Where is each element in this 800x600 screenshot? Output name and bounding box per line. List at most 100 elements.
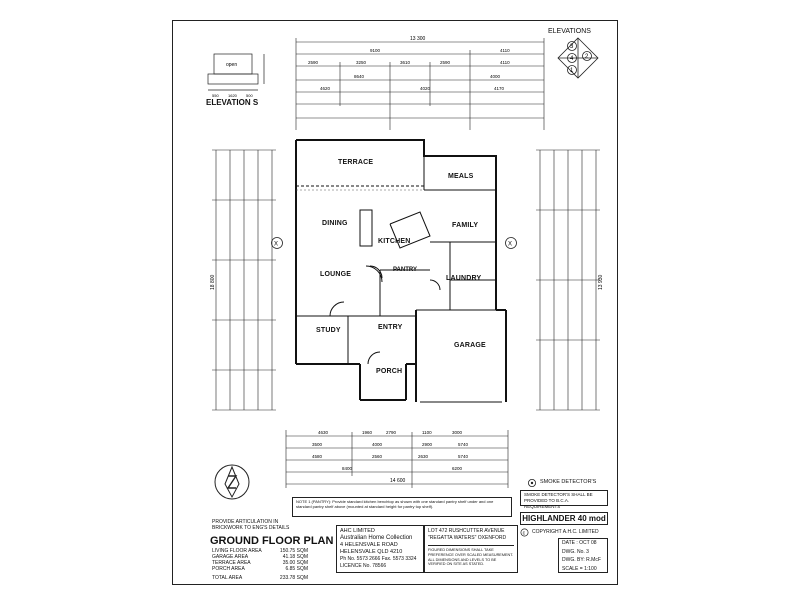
bottom-r3-3: 2630 bbox=[418, 454, 429, 459]
bottom-r3-2: 2560 bbox=[372, 454, 383, 459]
smoke-detector-icon bbox=[528, 479, 536, 487]
top-dimensions: 13 300 9100 4110 2590 3250 3610 2590 411… bbox=[295, 36, 545, 130]
left-overall-dim: 18 800 bbox=[210, 274, 216, 290]
bottom-r3-4: 5740 bbox=[458, 454, 469, 459]
area-value: 233.78 SQM bbox=[279, 575, 308, 581]
bottom-r2-3: 2900 bbox=[422, 442, 433, 447]
room-meals: MEALS bbox=[448, 173, 474, 180]
bottom-r4-2: 6200 bbox=[452, 466, 463, 471]
copyright-icon: c bbox=[520, 528, 529, 537]
bottom-r1-3: 2790 bbox=[386, 430, 397, 435]
company-licence: LICENCE No. 78566 bbox=[340, 563, 387, 569]
area-row: GARAGE AREA 41.18 SQM bbox=[212, 554, 308, 560]
elev-marker-2: 2 bbox=[585, 54, 589, 60]
meta-date: DATE : OCT 08 bbox=[562, 540, 597, 546]
top-dim-r2-1: 2590 bbox=[308, 60, 319, 65]
bottom-r1-4: 1100 bbox=[422, 430, 432, 435]
area-value: 41.18 SQM bbox=[282, 554, 308, 560]
top-dim-4110: 4110 bbox=[500, 48, 510, 53]
area-label: TERRACE AREA bbox=[212, 560, 251, 566]
drawing-sheet bbox=[172, 20, 618, 585]
room-terrace: TERRACE bbox=[338, 159, 374, 166]
right-dimensions: 13 930 bbox=[536, 149, 604, 411]
section-marker-left-icon: X bbox=[271, 237, 283, 249]
elevation-s-dim-3: 500 bbox=[246, 93, 253, 98]
area-value: 150.75 SQM bbox=[279, 548, 308, 554]
top-dim-9100: 9100 bbox=[370, 48, 381, 53]
svg-text:X: X bbox=[508, 242, 512, 248]
bottom-r2-4: 5740 bbox=[458, 442, 469, 447]
elevation-marker-icon: 3 2 4 1 bbox=[557, 37, 599, 79]
smoke-detector-note: SMOKE DETECTOR'S SHALL BE PROVIDED TO B.… bbox=[520, 490, 608, 509]
bottom-r2-2: 4000 bbox=[372, 442, 383, 447]
elev-marker-1: 1 bbox=[570, 68, 574, 74]
company-address-1: 4 HELENSVALE ROAD bbox=[340, 542, 398, 548]
top-dim-4620: 4620 bbox=[320, 86, 331, 91]
top-dim-4000: 4000 bbox=[490, 74, 501, 79]
area-row: TERRACE AREA 35.00 SQM bbox=[212, 560, 308, 566]
top-dim-r2-5: 4110 bbox=[500, 60, 510, 65]
right-overall-dim: 13 930 bbox=[598, 274, 604, 290]
plan-name: HIGHLANDER 40 mod bbox=[520, 512, 608, 525]
floor-plan bbox=[295, 139, 507, 403]
lot-line-2: "REGATTA WATERS" OXENFORD bbox=[428, 534, 507, 541]
room-kitchen: KITCHEN bbox=[378, 238, 411, 245]
area-row: LIVING FLOOR AREA 150.75 SQM bbox=[212, 548, 308, 554]
elevation-s-open-label: open bbox=[226, 62, 237, 68]
company-address-2: HELENSVALE QLD 4210 bbox=[340, 549, 403, 555]
area-schedule: LIVING FLOOR AREA 150.75 SQM GARAGE AREA 4… bbox=[212, 548, 308, 581]
top-dim-4170: 4170 bbox=[494, 86, 505, 91]
bottom-r1-5: 3000 bbox=[452, 430, 463, 435]
bottom-r2-1: 3500 bbox=[312, 442, 323, 447]
left-dimensions: 18 800 bbox=[210, 149, 276, 411]
room-study: STUDY bbox=[316, 327, 341, 334]
elevation-s-title: ELEVATION S bbox=[206, 98, 259, 107]
elev-marker-3: 3 bbox=[570, 44, 574, 50]
room-dining: DINING bbox=[322, 220, 348, 227]
room-garage: GARAGE bbox=[454, 342, 486, 349]
ground-floor-title: GROUND FLOOR PLAN bbox=[210, 535, 334, 547]
room-family: FAMILY bbox=[452, 222, 479, 229]
area-label: PORCH AREA bbox=[212, 566, 245, 572]
area-row: PORCH AREA 6.85 SQM bbox=[212, 566, 308, 572]
room-lounge: LOUNGE bbox=[320, 271, 352, 278]
bottom-r3-1: 4580 bbox=[312, 454, 323, 459]
top-dim-r2-3: 3610 bbox=[400, 60, 411, 65]
room-pantry: PANTRY bbox=[393, 267, 417, 273]
elevation-s-drawing: open 550 1620 500 bbox=[207, 53, 265, 98]
bottom-r1-2: 1960 bbox=[362, 430, 373, 435]
meta-scale: SCALE = 1:100 bbox=[562, 565, 597, 572]
room-entry: ENTRY bbox=[378, 324, 403, 331]
area-value: 6.85 SQM bbox=[285, 566, 308, 572]
area-row-total: TOTAL AREA 233.78 SQM bbox=[212, 575, 308, 581]
top-dim-8640: 8640 bbox=[354, 74, 365, 79]
area-label: LIVING FLOOR AREA bbox=[212, 548, 262, 554]
meta-dwg-no: DWG. No. 3 bbox=[562, 548, 589, 555]
area-label: GARAGE AREA bbox=[212, 554, 249, 560]
lot-line-1: LOT 472 RUSHCUTTER AVENUE bbox=[428, 528, 505, 534]
section-marker-right-icon: X bbox=[505, 237, 517, 249]
smoke-detector-label: SMOKE DETECTOR'S bbox=[540, 479, 597, 485]
drawing-meta-block: DATE : OCT 08 DWG. No. 3 DWG. BY: R.McF … bbox=[558, 538, 608, 573]
company-name: AHC LIMITED bbox=[340, 528, 375, 534]
bottom-r4-1: 8400 bbox=[342, 466, 353, 471]
company-brand: Australian Home Collection bbox=[340, 535, 413, 541]
top-dim-r2-4: 2590 bbox=[440, 60, 451, 65]
room-laundry: LAUNDRY bbox=[446, 275, 482, 282]
lot-block: LOT 472 RUSHCUTTER AVENUE "REGATTA WATER… bbox=[424, 525, 518, 573]
pantry-note: NOTE 1 (PANTRY): Provide standard kitche… bbox=[292, 497, 512, 517]
north-arrow-icon bbox=[214, 464, 250, 500]
bottom-r1-1: 4630 bbox=[318, 430, 329, 435]
room-porch: PORCH bbox=[376, 368, 403, 375]
svg-text:c: c bbox=[523, 530, 526, 536]
elevations-label: ELEVATIONS bbox=[548, 28, 591, 35]
bottom-dimensions: 4630 1960 2790 1100 3000 3500 4000 2900 … bbox=[285, 430, 509, 488]
meta-drawn-by: DWG. BY: R.McF bbox=[562, 557, 601, 563]
company-phone: Ph No. 5573 2666 Fax. 5573 3324 bbox=[340, 556, 417, 562]
svg-text:X: X bbox=[274, 242, 278, 248]
area-label: TOTAL AREA bbox=[212, 575, 243, 581]
top-dim-r2-2: 3250 bbox=[356, 60, 367, 65]
elevation-s-dim-1: 550 bbox=[212, 93, 219, 98]
area-value: 35.00 SQM bbox=[282, 560, 308, 566]
copyright-text: COPYRIGHT A.H.C. LIMITED bbox=[532, 529, 599, 535]
